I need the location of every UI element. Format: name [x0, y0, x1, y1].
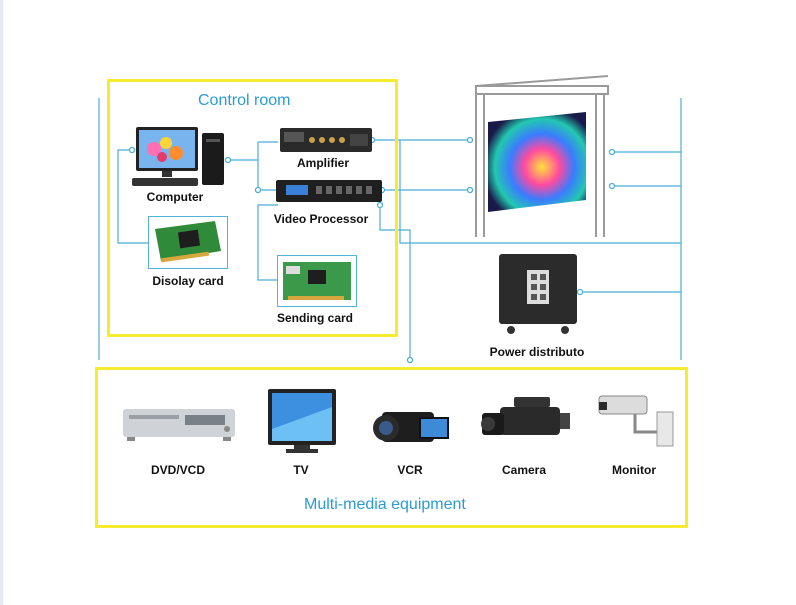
control-room-title: Control room [198, 92, 291, 109]
dvd-player-icon [123, 405, 235, 448]
left-edge-strip [0, 0, 3, 605]
video-processor-icon [276, 180, 382, 207]
amplifier-icon [280, 128, 372, 157]
multimedia-item-label: VCR [397, 463, 423, 477]
computer-label: Computer [146, 190, 204, 204]
power-distributor-icon [497, 252, 579, 341]
multimedia-box [95, 367, 688, 528]
multimedia-item-label: TV [293, 463, 309, 477]
multimedia-item-label: DVD/VCD [150, 463, 206, 477]
sending-card-icon [283, 262, 351, 300]
camera-icon [480, 393, 572, 454]
display-card-icon [155, 221, 221, 263]
multimedia-title: Multi-media equipment [304, 496, 466, 513]
control-room-box [107, 79, 398, 337]
amplifier-label: Amplifier [296, 156, 350, 170]
multimedia-item-label: Monitor [612, 463, 656, 477]
multimedia-item-label: Camera [501, 463, 547, 477]
display-card-frame [148, 216, 228, 269]
video-processor-label: Video Processor [273, 212, 369, 226]
monitor-camera-icon [597, 392, 677, 453]
vcr-camcorder-icon [372, 404, 450, 455]
led-screen-icon [470, 72, 618, 247]
sending-card-label: Sending card [276, 311, 354, 325]
display-card-label: Disolay card [152, 274, 224, 288]
power-distributor-label: Power distributo [489, 345, 585, 359]
computer-icon [132, 125, 228, 194]
sending-card-frame [277, 255, 357, 307]
tv-icon [266, 389, 338, 462]
